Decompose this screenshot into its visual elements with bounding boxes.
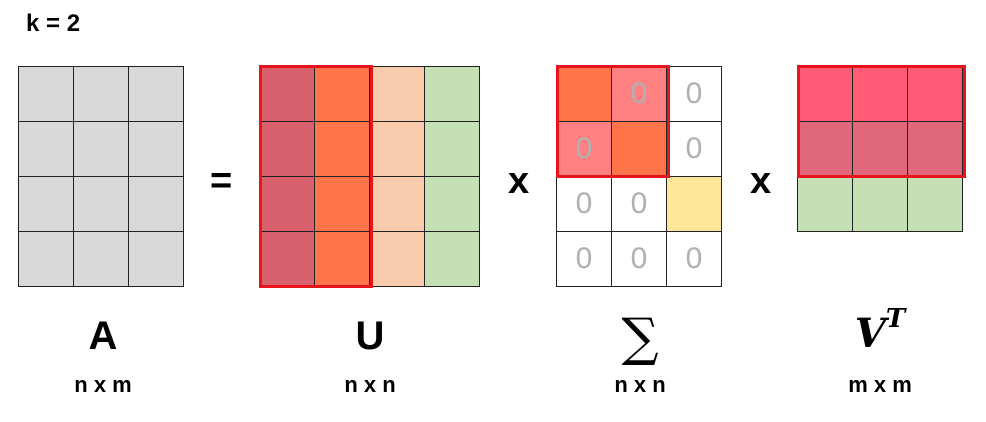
matrix-u-cell [370,122,425,177]
matrix-a-cell [19,232,74,287]
matrix-vt-name: VT [820,306,940,354]
k-label: k = 2 [26,10,81,37]
matrix-vt-cell [798,122,853,177]
matrix-u-cell [260,122,315,177]
matrix-vt-name-sup: T [885,304,906,334]
matrix-u-cell [425,67,480,122]
matrix-vt-cell [853,67,908,122]
matrix-sigma-cell [612,122,667,177]
matrix-u-cell [315,67,370,122]
matrix-a-cell [74,177,129,232]
matrix-vt-cell [798,177,853,232]
matrix-a-cell [129,232,184,287]
matrix-sigma-name: ∑ [621,308,659,368]
matrix-a-cell [19,67,74,122]
matrix-sigma-dims: n x n [614,372,666,397]
matrix-sigma-cell: 0 [667,122,722,177]
matrix-a-cell [19,122,74,177]
matrix-u-dims: n x n [344,372,396,397]
matrix-a-cell [74,67,129,122]
matrix-u-cell [425,177,480,232]
matrix-u-cell [370,177,425,232]
matrix-u-name: U [355,314,385,358]
matrix-vt-cell [853,177,908,232]
matrix-u-cell [370,67,425,122]
matrix-vt-cell [908,67,963,122]
matrix-sigma-cell: 0 [557,122,612,177]
matrix-sigma-cell: 0 [667,232,722,287]
matrix-vt-name-base: V [854,310,886,357]
matrix-u-cell [260,177,315,232]
matrix-sigma-cell: 0 [612,177,667,232]
matrix-sigma-cell: 0 [667,67,722,122]
matrix-u-cell [315,122,370,177]
equals-sign: = [210,160,233,202]
multiply-sign-2: x [750,160,772,202]
matrix-u-cell [370,232,425,287]
matrix-a-cell [19,177,74,232]
matrix-vt-cell [908,122,963,177]
matrix-a-cell [74,122,129,177]
matrix-u-cell [260,232,315,287]
matrix-sigma-cell [557,67,612,122]
matrix-u-cell [425,232,480,287]
matrix-u [259,66,480,287]
matrix-sigma-cell: 0 [557,177,612,232]
matrix-a-cell [74,232,129,287]
matrix-u-cell [315,232,370,287]
matrix-u-cell [425,122,480,177]
matrix-sigma-cell: 0 [612,232,667,287]
matrix-a [18,66,184,287]
matrix-vt-cell [853,122,908,177]
matrix-u-cell [315,177,370,232]
matrix-a-cell [129,67,184,122]
matrix-vt-dims: m x m [848,372,912,397]
matrix-u-cell [260,67,315,122]
matrix-a-dims: n x m [74,372,132,397]
matrix-vt [797,66,963,232]
matrix-a-name: A [88,314,118,358]
matrix-sigma-cell [667,177,722,232]
matrix-a-cell [129,177,184,232]
multiply-sign-1: x [508,160,530,202]
matrix-sigma-cell: 0 [557,232,612,287]
matrix-vt-cell [908,177,963,232]
matrix-a-cell [129,122,184,177]
matrix-sigma-cell: 0 [612,67,667,122]
matrix-vt-cell [798,67,853,122]
